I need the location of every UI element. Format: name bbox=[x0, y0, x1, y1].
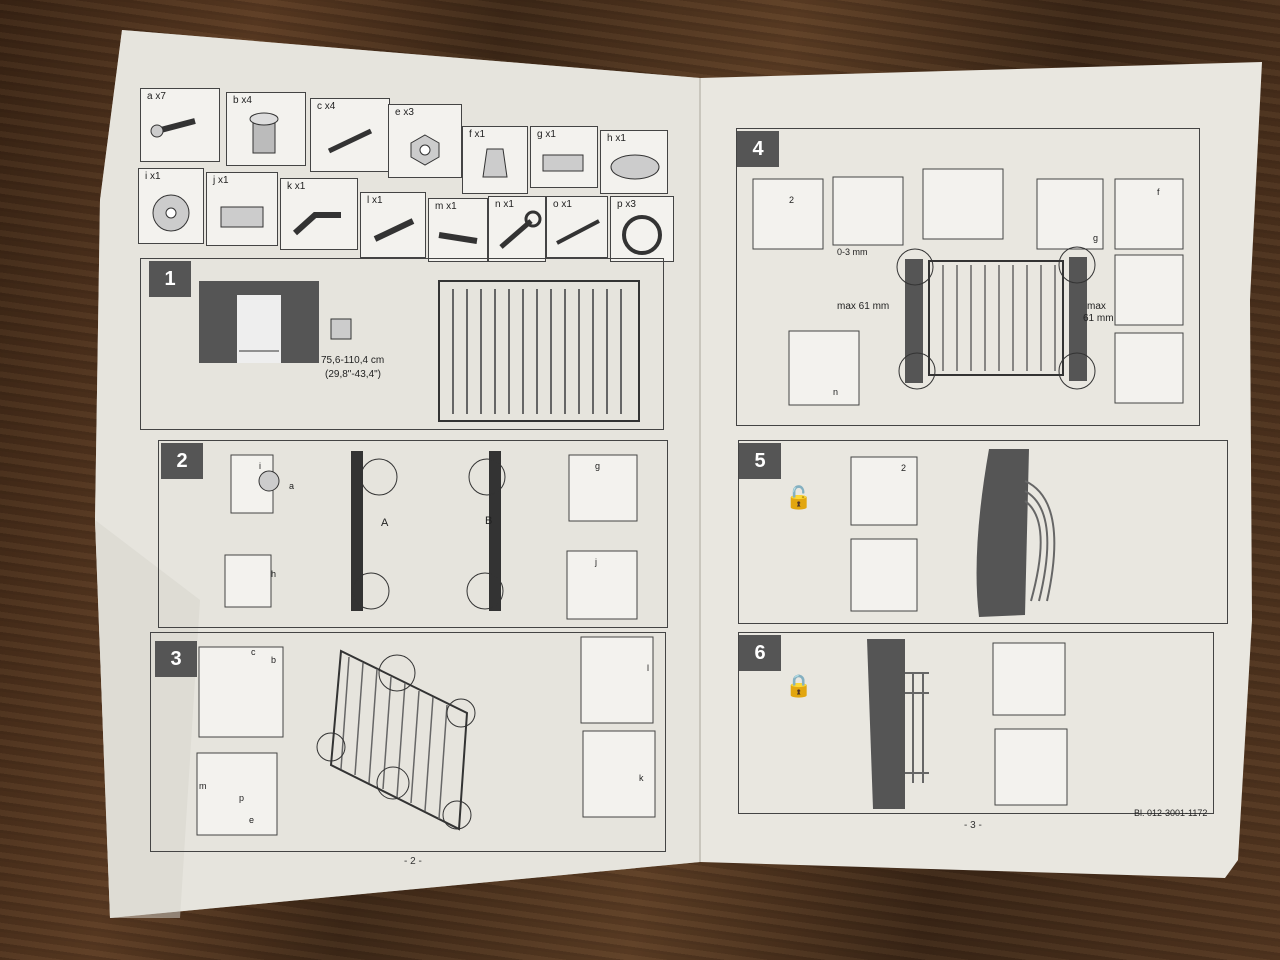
document-code: Bl. 012-3001-1172 bbox=[1134, 808, 1208, 818]
screw-icon bbox=[150, 118, 196, 138]
label-i: i bbox=[259, 461, 261, 471]
strip-icon bbox=[556, 219, 600, 245]
label-2: 2 bbox=[901, 463, 907, 473]
latch-icon bbox=[542, 154, 584, 172]
part-card-k: k x1 bbox=[280, 178, 358, 250]
part-card-o: o x1 bbox=[546, 196, 608, 258]
part-card-l: l x1 bbox=[360, 192, 426, 258]
step-number: 2 bbox=[161, 443, 203, 479]
part-card-n: n x1 bbox=[488, 196, 546, 262]
threaded-bolt-icon bbox=[373, 218, 415, 242]
label-p: p bbox=[239, 793, 245, 803]
label-f: f bbox=[1157, 187, 1160, 197]
label-h: h bbox=[271, 569, 277, 579]
gate-assembly-diagram bbox=[196, 636, 656, 836]
part-label: m x1 bbox=[435, 201, 457, 212]
part-label: f x1 bbox=[469, 129, 486, 140]
max-left-label: max 61 mm bbox=[837, 301, 890, 312]
label-m: m bbox=[199, 781, 207, 791]
label-2: 2 bbox=[789, 195, 795, 205]
step-5-panel: 5 🔓 2 bbox=[738, 440, 1228, 624]
part-label: b x4 bbox=[233, 95, 252, 106]
part-card-c: c x4 bbox=[310, 98, 390, 172]
part-card-h: h x1 bbox=[600, 130, 668, 194]
label-a: A bbox=[381, 517, 389, 529]
label-c: c bbox=[251, 647, 256, 657]
gate-fitting-diagram bbox=[752, 168, 1184, 406]
step-1-panel: 1 75,6-110,4 cm (29,8"-43,4") bbox=[140, 258, 664, 430]
part-label: c x4 bbox=[317, 101, 336, 112]
part-card-m: m x1 bbox=[428, 198, 488, 262]
measure-inches: (29,8"-43,4") bbox=[325, 369, 382, 380]
step-number: 4 bbox=[737, 131, 779, 167]
part-label: j x1 bbox=[213, 175, 229, 186]
part-label: n x1 bbox=[495, 199, 514, 210]
label-n: n bbox=[833, 387, 839, 397]
page-number-left: - 2 - bbox=[404, 856, 422, 867]
mount-plate-icon bbox=[220, 206, 264, 228]
label-a-small: a bbox=[289, 481, 295, 491]
measure-cm: 75,6-110,4 cm bbox=[321, 355, 385, 366]
gap-label: 0-3 mm bbox=[837, 247, 868, 257]
label-b: b bbox=[271, 655, 277, 665]
part-card-b: b x4 bbox=[226, 92, 306, 166]
part-label: k x1 bbox=[287, 181, 306, 192]
hook-bolt-icon bbox=[292, 212, 341, 236]
step-number: 6 bbox=[739, 635, 781, 671]
label-k: k bbox=[639, 773, 644, 783]
ring-icon bbox=[622, 215, 662, 255]
label-g: g bbox=[1093, 233, 1099, 243]
step-2-panel: 2 A B i a h g j bbox=[158, 440, 668, 628]
part-label: i x1 bbox=[145, 171, 161, 182]
wrench-icon bbox=[499, 210, 542, 249]
page-number-right: - 3 - bbox=[964, 820, 982, 831]
bracket-icon bbox=[482, 148, 508, 178]
step-3-panel: 3 c b m p e k l bbox=[150, 632, 666, 852]
part-card-p: p x3 bbox=[610, 196, 674, 262]
step-number: 3 bbox=[155, 641, 197, 677]
label-j: j bbox=[595, 557, 597, 567]
label-b: B bbox=[485, 515, 493, 527]
max-right-label: max bbox=[1087, 301, 1106, 312]
wall-mounting-diagram bbox=[224, 451, 638, 620]
part-card-a: a x7 bbox=[140, 88, 220, 162]
part-label: e x3 bbox=[395, 107, 414, 118]
spindle-icon bbox=[438, 232, 478, 244]
gate-unlock-diagram bbox=[850, 449, 1056, 617]
part-label: o x1 bbox=[553, 199, 572, 210]
step-6-panel: 6 🔒 bbox=[738, 632, 1214, 814]
gate-measure-diagram bbox=[199, 280, 640, 422]
step-number: 5 bbox=[739, 443, 781, 479]
part-label: p x3 bbox=[617, 199, 636, 210]
lock-icon: 🔒 bbox=[785, 673, 813, 698]
washer-icon bbox=[152, 194, 190, 232]
part-label: g x1 bbox=[537, 129, 556, 140]
unlock-icon: 🔓 bbox=[785, 485, 813, 510]
part-card-g: g x1 bbox=[530, 126, 598, 188]
nut-icon bbox=[410, 134, 440, 166]
part-card-j: j x1 bbox=[206, 172, 278, 246]
step-4-panel: 4 0-3 mm max 61 mm bbox=[736, 128, 1200, 426]
part-card-e: e x3 bbox=[388, 104, 462, 178]
part-card-i: i x1 bbox=[138, 168, 204, 244]
label-g: g bbox=[595, 461, 601, 471]
part-label: l x1 bbox=[367, 195, 383, 206]
label-l: l bbox=[647, 663, 649, 673]
max-right-value: 61 mm bbox=[1083, 313, 1114, 324]
part-label: h x1 bbox=[607, 133, 626, 144]
bolt-icon bbox=[327, 128, 373, 154]
sleeve-icon bbox=[249, 112, 279, 154]
catch-plate-icon bbox=[610, 154, 660, 180]
gate-lock-diagram bbox=[867, 639, 1068, 809]
part-card-f: f x1 bbox=[462, 126, 528, 194]
step-number: 1 bbox=[149, 261, 191, 297]
label-e: e bbox=[249, 815, 255, 825]
part-label: a x7 bbox=[147, 91, 166, 102]
